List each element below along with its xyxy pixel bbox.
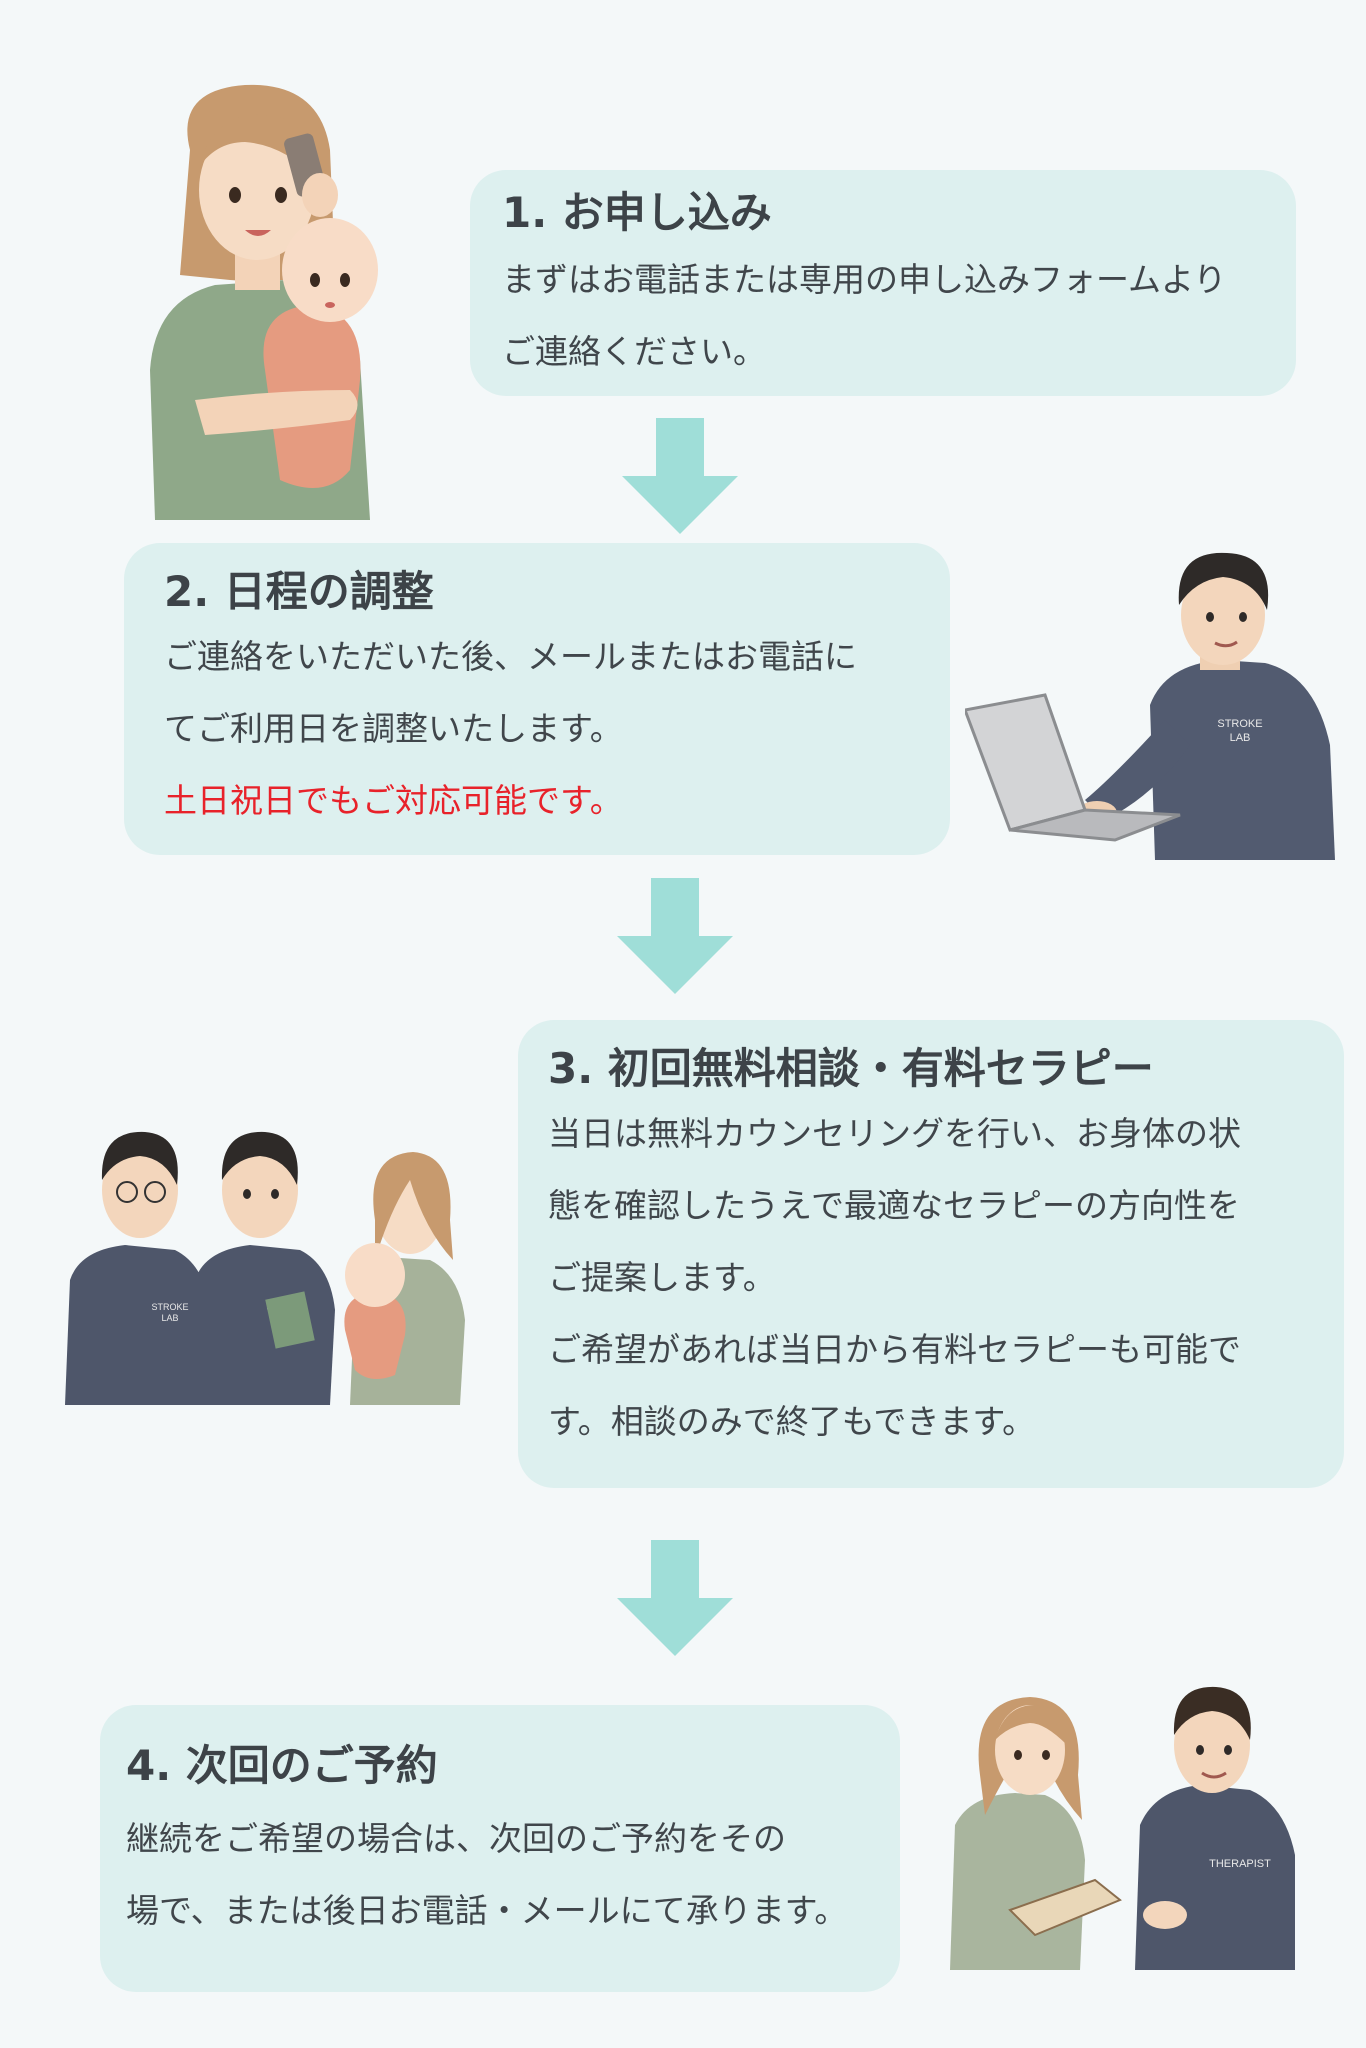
- step-3-title: 3. 初回無料相談・有料セラピー: [548, 1044, 1154, 1093]
- consultation-illustration: STROKE LAB STROKE LAB: [65, 1131, 465, 1405]
- step-1-line-2: ご連絡ください。: [502, 332, 766, 371]
- step-3-line-2: 態を確認したうえで最適なセラピーの方向性を: [548, 1186, 1241, 1225]
- mother-on-phone-illustration: [150, 84, 378, 520]
- step-4-line-2: 場で、または後日お電話・メールにて承ります。: [126, 1891, 848, 1930]
- down-arrow-icon: [622, 418, 738, 534]
- shirt-label-stroke: STROKE: [151, 1302, 188, 1312]
- step-1-card: 1. お申し込み まずはお電話または専用の申し込みフォームより ご連絡ください。: [470, 170, 1296, 396]
- booking-illustration: THERAPIST: [950, 1686, 1295, 1970]
- down-arrow-icon: [617, 878, 733, 994]
- step-4-card: 4. 次回のご予約 継続をご希望の場合は、次回のご予約をその 場で、または後日お…: [100, 1705, 900, 1992]
- step-4-line-1: 継続をご希望の場合は、次回のご予約をその: [126, 1819, 786, 1858]
- step-3-line-5: す。相談のみで終了もできます。: [548, 1402, 1036, 1441]
- step-2-title: 2. 日程の調整: [164, 567, 434, 616]
- step-1-line-1: まずはお電話または専用の申し込みフォームより: [502, 260, 1227, 299]
- step-2-line-2: てご利用日を調整いたします。: [164, 709, 623, 748]
- step-1-title: 1. お申し込み: [502, 188, 772, 237]
- shirt-label-stroke: STROKE: [1217, 718, 1262, 730]
- step-2-line-1: ご連絡をいただいた後、メールまたはお電話に: [164, 637, 857, 676]
- shirt-label-lab: LAB: [1230, 732, 1251, 744]
- step-3-line-4: ご希望があれば当日から有料セラピーも可能で: [548, 1330, 1241, 1369]
- shirt-label-lab: LAB: [161, 1313, 178, 1323]
- step-3-line-3: ご提案します。: [548, 1258, 776, 1297]
- step-3-line-1: 当日は無料カウンセリングを行い、お身体の状: [548, 1114, 1241, 1153]
- down-arrow-icon: [617, 1540, 733, 1656]
- step-3-card: 3. 初回無料相談・有料セラピー 当日は無料カウンセリングを行い、お身体の状 態…: [518, 1020, 1344, 1488]
- man-at-laptop-illustration: STROKE LAB: [965, 552, 1335, 860]
- shirt-label-therapist: THERAPIST: [1209, 1858, 1271, 1870]
- step-2-highlight: 土日祝日でもご対応可能です。: [164, 781, 623, 820]
- step-4-title: 4. 次回のご予約: [126, 1741, 438, 1790]
- step-2-card: 2. 日程の調整 ご連絡をいただいた後、メールまたはお電話に てご利用日を調整い…: [124, 543, 950, 855]
